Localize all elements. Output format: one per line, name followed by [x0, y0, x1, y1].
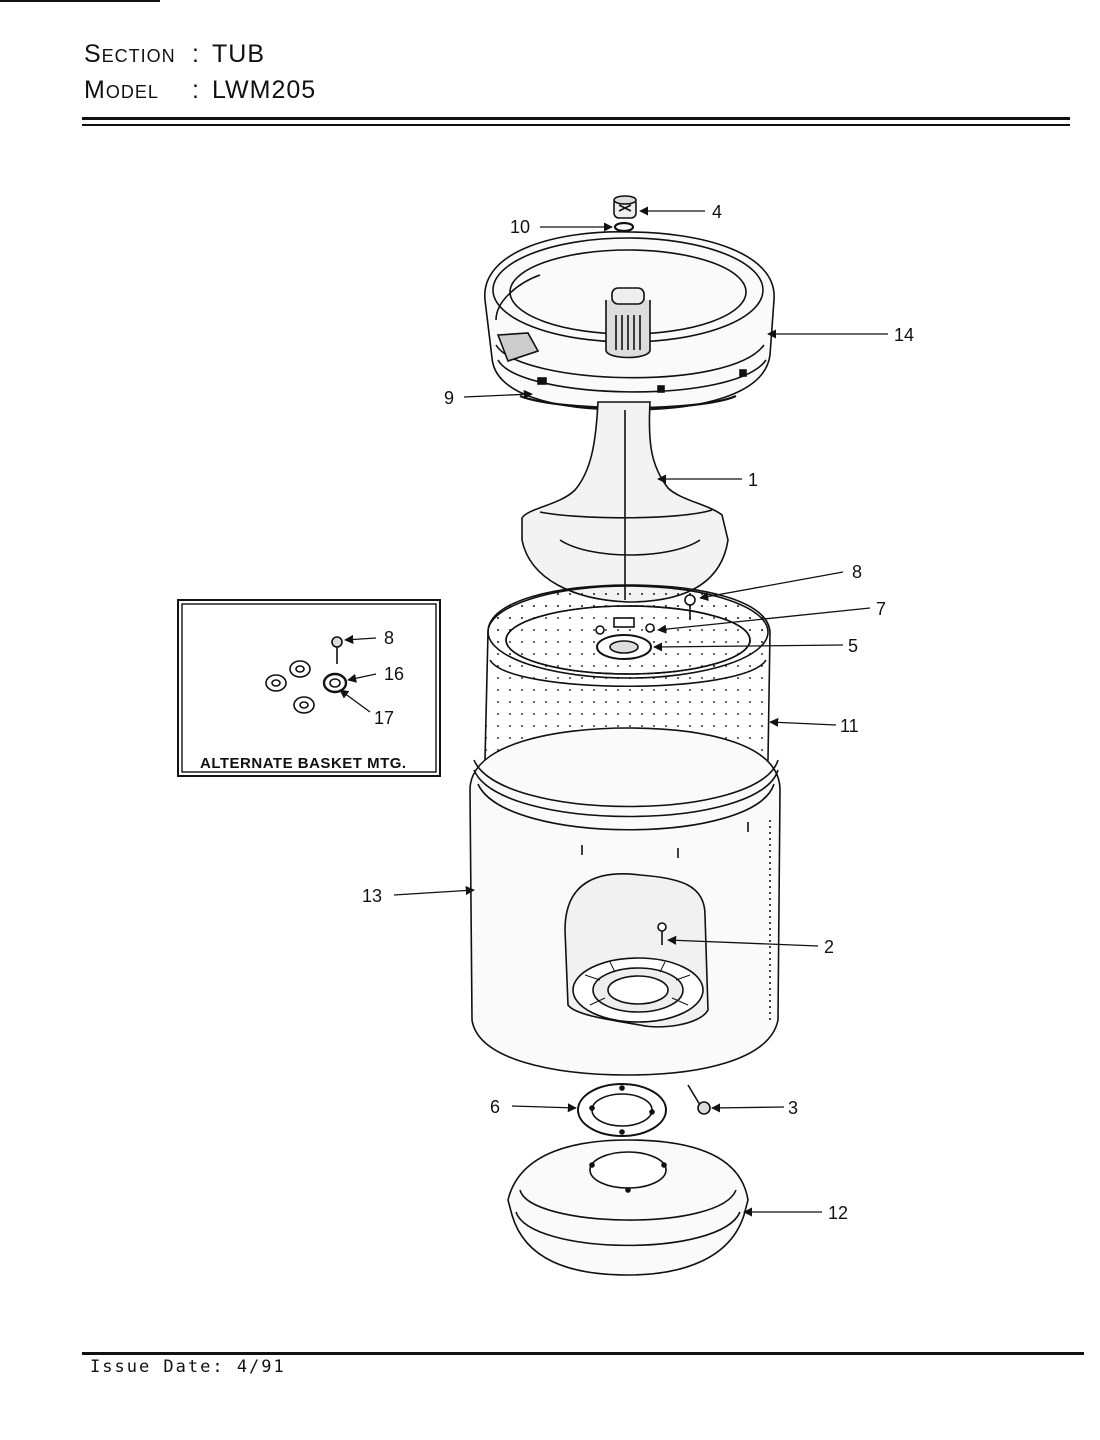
section-label: Section: [84, 40, 176, 68]
callout-inset-8: 8: [384, 628, 394, 648]
callout-9: 9: [444, 388, 454, 408]
header: Section: TUB Model: LWM205: [84, 42, 316, 114]
callout-1: 1: [748, 470, 758, 490]
callout-17: 17: [374, 708, 394, 728]
section-separator: :: [192, 40, 200, 68]
part-outer-tub: [469, 727, 781, 1076]
footer-rule: [82, 1352, 1084, 1355]
part-hub: [595, 617, 655, 660]
model-row: Model: LWM205: [84, 78, 316, 114]
model-separator: :: [192, 76, 200, 104]
callout-4: 4: [712, 202, 722, 222]
callout-12: 12: [828, 1203, 848, 1223]
callout-13: 13: [362, 886, 382, 906]
part-cap: [613, 195, 637, 219]
top-edge-line: [0, 0, 160, 2]
model-value: LWM205: [212, 76, 317, 104]
part-ring: [613, 221, 635, 233]
header-rule-bottom: [82, 124, 1070, 126]
callout-10: 10: [510, 217, 530, 237]
part-tub-cover: [484, 231, 775, 411]
callout-14: 14: [894, 325, 914, 345]
callout-8: 8: [852, 562, 862, 582]
callout-16: 16: [384, 664, 404, 684]
header-rule-top: [82, 117, 1070, 120]
part-screw-basket: [684, 594, 696, 620]
callout-3: 3: [788, 1098, 798, 1118]
inset-box: [177, 599, 441, 777]
part-gasket: [577, 1083, 667, 1137]
callout-11: 11: [840, 716, 859, 736]
part-agitator: [521, 401, 729, 603]
inset-title: ALTERNATE BASKET MTG.: [200, 755, 407, 772]
callout-5: 5: [848, 636, 858, 656]
part-base: [507, 1139, 749, 1276]
inset-mounts: [265, 660, 348, 714]
part-bolt: [687, 1084, 711, 1115]
section-row: Section: TUB: [84, 42, 316, 78]
section-value: TUB: [212, 40, 265, 68]
callout-2: 2: [824, 937, 834, 957]
issue-date: Issue Date: 4/91: [90, 1357, 286, 1377]
callout-7: 7: [876, 599, 886, 619]
callout-6: 6: [490, 1097, 500, 1117]
model-label: Model: [84, 76, 159, 104]
